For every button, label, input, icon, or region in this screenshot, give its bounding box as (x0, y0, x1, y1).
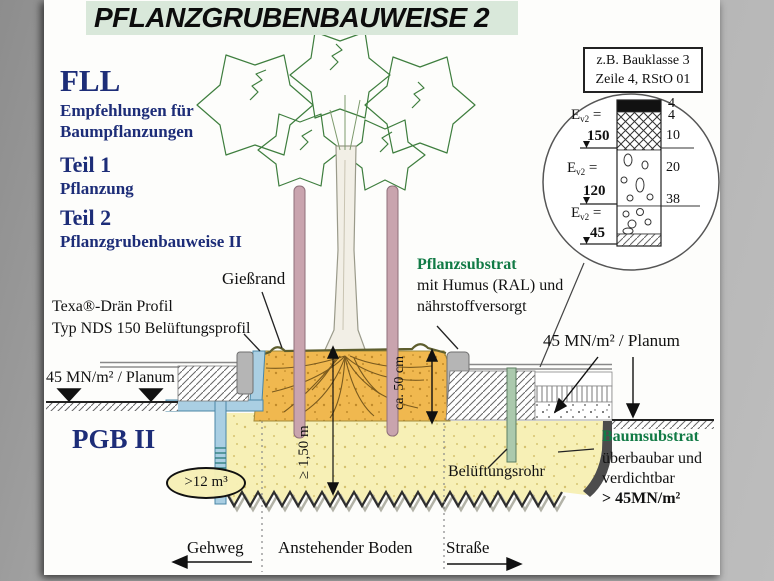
depth-value-2: 4 (668, 108, 675, 123)
baumsubstrat-title: Baumsubstrat (602, 428, 699, 445)
dim-depth-label: ca. 50 cm (392, 355, 407, 410)
part1-subtitle: Pflanzung (60, 179, 134, 198)
org-subtitle-line2: Baumpflanzungen (60, 122, 194, 141)
org-subtitle-line1: Empfehlungen für (60, 101, 194, 120)
pointer-lines (243, 291, 595, 469)
pflanzsubstrat-title: Pflanzsubstrat (417, 256, 517, 273)
ev2-value-3: 45 (590, 225, 605, 241)
root-lines (265, 355, 433, 419)
road-structure (46, 351, 714, 463)
inset-note-box: z.B. Bauklasse 3 Zeile 4, RStO 01 (583, 47, 703, 93)
detail-inset-graphic (539, 93, 720, 368)
giessrand-label: Gießrand (222, 269, 286, 288)
planum-left-label: 45 MN/m² / Planum (46, 369, 175, 386)
belueftungsrohr-label: Belüftungsrohr (448, 463, 545, 480)
ev2-symbol: E (571, 205, 581, 221)
page-title: PFLANZGRUBENBAUWEISE 2 (86, 1, 518, 35)
depth-value-5: 38 (666, 192, 680, 207)
boden-label: Anstehender Boden (278, 538, 413, 557)
ev2-symbol: E (571, 107, 581, 123)
baumsubstrat-line4: > 45MN/m² (602, 490, 681, 507)
baumsubstrat-line2: überbaubar und (602, 450, 702, 467)
part1-title: Teil 1 (60, 152, 112, 177)
inset-note-line1: z.B. Bauklasse 3 (596, 53, 690, 68)
ev2-value-2: 120 (583, 183, 606, 199)
pflanzsubstrat-line2: mit Humus (RAL) und (417, 277, 564, 294)
baumsubstrat-line3: verdichtbar (602, 470, 675, 487)
planum-right-label: 45 MN/m² / Planum (543, 331, 680, 350)
depth-value-4: 20 (666, 160, 680, 175)
ev2-symbol: E (567, 160, 577, 176)
inset-note-line2: Zeile 4, RStO 01 (595, 72, 691, 87)
aeration-tube (506, 367, 517, 463)
texa-label-line2: Typ NDS 150 Belüftungsprofil (52, 320, 251, 337)
gehweg-label: Gehweg (187, 538, 244, 557)
depth-value-1: 4 (668, 96, 675, 111)
pgb-label: PGB II (72, 424, 156, 454)
pflanzsubstrat-line3: nährstoffversorgt (417, 298, 527, 315)
ev2-row-1: Ev2 = (571, 107, 601, 124)
ev2-equals: = (592, 107, 602, 123)
part2-title: Teil 2 (60, 205, 112, 230)
org-abbreviation: FLL (60, 63, 121, 98)
ev2-row-2: Ev2 = (567, 160, 597, 177)
dim-height-label: ≥ 1,50 m (296, 425, 312, 479)
ev2-equals: = (588, 160, 598, 176)
texa-label-line1: Texa®-Drän Profil (52, 298, 173, 315)
tree-stakes (293, 185, 399, 439)
tree-trunk (323, 95, 367, 353)
ev2-row-3: Ev2 = (571, 205, 601, 222)
ev2-equals: = (592, 205, 602, 221)
depth-value-3: 10 (666, 128, 680, 143)
dimension-arrows (56, 345, 641, 572)
root-ball (253, 343, 453, 422)
ev2-subscript: v2 (580, 114, 590, 124)
ev2-value-1: 150 (587, 128, 610, 144)
strasse-label: Straße (446, 538, 490, 557)
ev2-subscript: v2 (580, 212, 590, 222)
part2-subtitle: Pflanzgrubenbauweise II (60, 232, 242, 251)
ev2-subscript: v2 (576, 167, 586, 177)
volume-badge: >12 m³ (166, 467, 246, 499)
